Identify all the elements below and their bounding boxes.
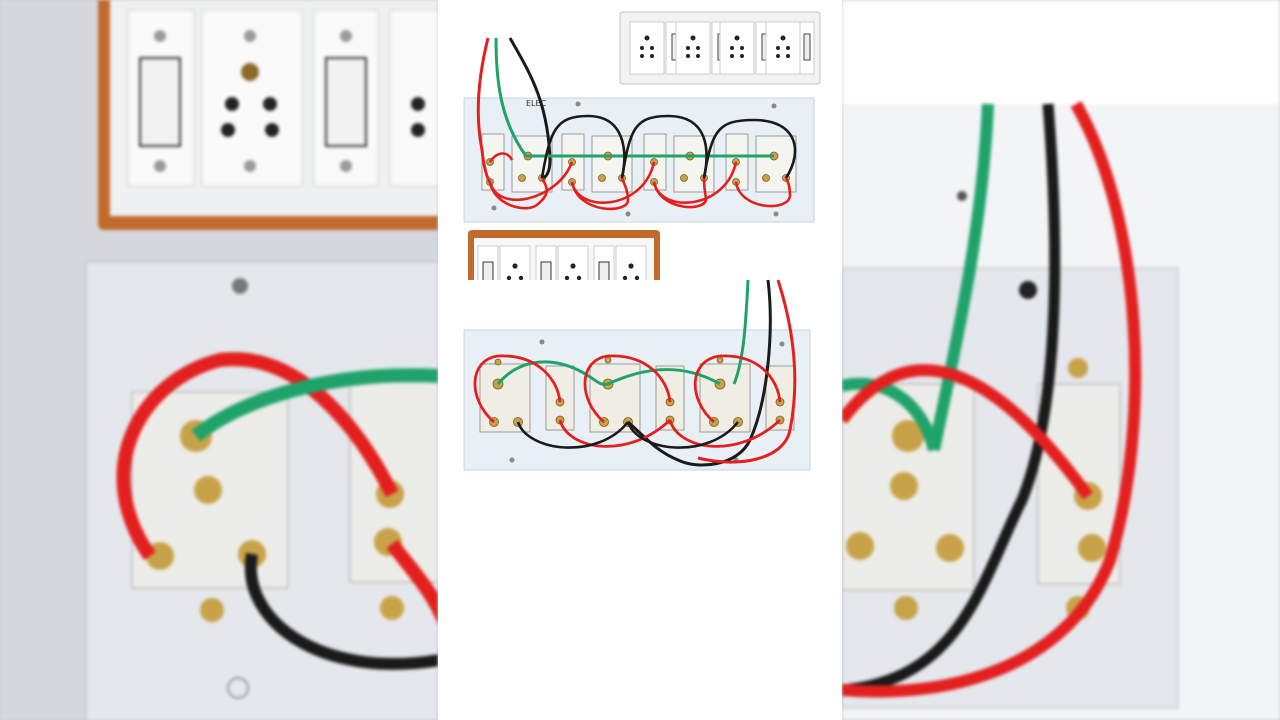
zoomed-board-photo-right	[842, 0, 1280, 720]
zoomed-board-photo-left	[0, 0, 438, 720]
top-wired-board: ELEC	[463, 37, 815, 223]
top-small-white-board	[619, 11, 821, 85]
center-photo-column: ELEC	[438, 0, 842, 720]
switchboard-wiring-photos: ELEC	[458, 11, 822, 480]
bottom-wired-board	[458, 279, 822, 480]
board-label: ELEC	[526, 99, 547, 108]
background-right-zoom	[842, 0, 1280, 720]
background-left-zoom	[0, 0, 438, 720]
